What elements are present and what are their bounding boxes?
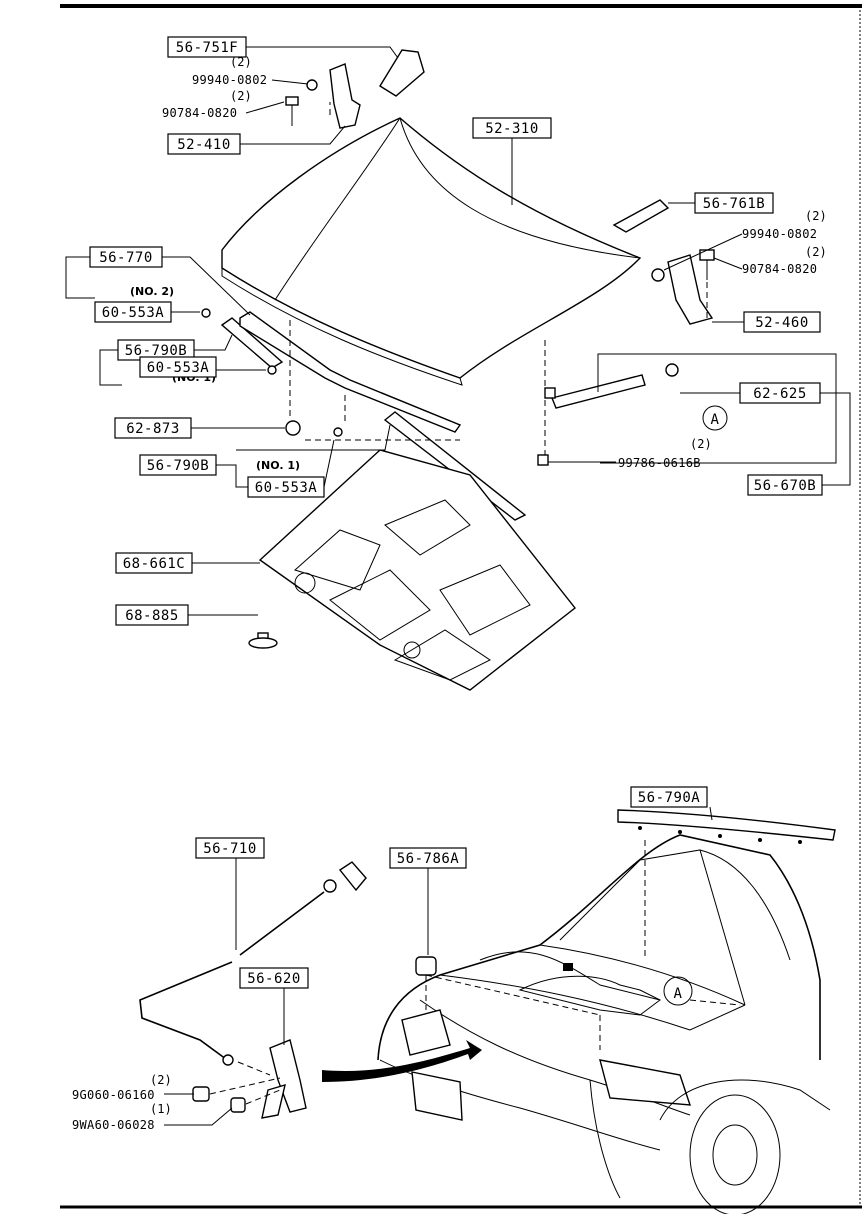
part-99786-0616B: 99786-0616B	[618, 456, 701, 470]
hood-hinge-right	[651, 249, 715, 325]
callout-56-786A: 56-786A	[397, 851, 460, 867]
hood-hinge-left	[285, 63, 361, 129]
hood-release-cable	[139, 861, 367, 1066]
part-9G060-06160: 9G060-06160	[72, 1088, 155, 1102]
callout-68-661C: 68-661C	[123, 556, 186, 572]
qty-9WA60-06028: (1)	[150, 1102, 172, 1116]
hood-panel	[221, 117, 642, 386]
ref-marker-a-bottom: A	[674, 986, 683, 1002]
part-99940-0802-b: 99940-0802	[742, 227, 817, 241]
insulator-clip	[248, 632, 278, 649]
callout-56-790B-a: 56-790B	[125, 343, 188, 359]
callout-box-56-710	[195, 837, 265, 859]
hood-bumper-pad	[415, 956, 437, 1010]
note-no2: (NO. 2)	[130, 285, 174, 298]
callout-52-460: 52-460	[755, 315, 809, 331]
qty-99940-0802-b: (2)	[805, 209, 827, 223]
callout-68-885: 68-885	[125, 608, 179, 624]
callout-56-710: 56-710	[203, 841, 257, 857]
car-front-view	[377, 834, 831, 1214]
hood-latch	[192, 1039, 307, 1119]
callout-52-310: 52-310	[485, 121, 539, 137]
ref-circle-a-bottom	[663, 976, 693, 1006]
callout-56-620: 56-620	[247, 971, 301, 987]
callout-56-751F: 56-751F	[176, 40, 239, 56]
qty-99786-0616B: (2)	[690, 437, 712, 451]
callout-56-790A: 56-790A	[638, 790, 701, 806]
qty-90784-0820-b: (2)	[805, 245, 827, 259]
callout-box-56-790A	[630, 786, 708, 808]
callout-56-761B: 56-761B	[703, 196, 766, 212]
hinge-cover-left	[379, 49, 425, 97]
location-arrow	[322, 1040, 482, 1082]
callout-box-60-553A-b	[139, 356, 217, 378]
weatherstrip-left	[220, 317, 284, 369]
callout-62-625: 62-625	[753, 386, 807, 402]
part-90784-0820-b: 90784-0820	[742, 262, 817, 276]
hood-front-seal	[617, 809, 836, 844]
part-99940-0802-a: 99940-0802	[192, 73, 267, 87]
callout-60-553A-a: 60-553A	[102, 305, 165, 321]
clip-no1-a	[267, 365, 277, 375]
grommet-62-873	[285, 420, 301, 436]
callout-62-873: 62-873	[126, 421, 180, 437]
qty-90784-0820-a: (2)	[230, 89, 252, 103]
callout-56-670B: 56-670B	[754, 478, 817, 494]
callout-60-553A-b: 60-553A	[147, 360, 210, 376]
clip-no1-b	[333, 427, 343, 437]
note-no1-b: (NO. 1)	[256, 459, 300, 472]
hood-support-strut	[537, 363, 679, 466]
qty-99940-0802-a: (2)	[230, 55, 252, 69]
callout-60-553A-c: 60-553A	[255, 480, 318, 496]
callout-56-770: 56-770	[99, 250, 153, 266]
qty-9G060-06160: (2)	[150, 1073, 172, 1087]
ref-circle-a-top	[702, 405, 728, 431]
callout-box-56-670B	[747, 474, 823, 496]
part-90784-0820-a: 90784-0820	[162, 106, 237, 120]
ref-marker-a-top: A	[711, 412, 720, 428]
hinge-cover-right	[612, 199, 670, 233]
callout-box-56-620	[239, 967, 309, 989]
part-9WA60-06028: 9WA60-06028	[72, 1118, 155, 1132]
clip-no2	[201, 308, 211, 318]
callout-56-790B-b: 56-790B	[147, 458, 210, 474]
callout-52-410: 52-410	[177, 137, 231, 153]
